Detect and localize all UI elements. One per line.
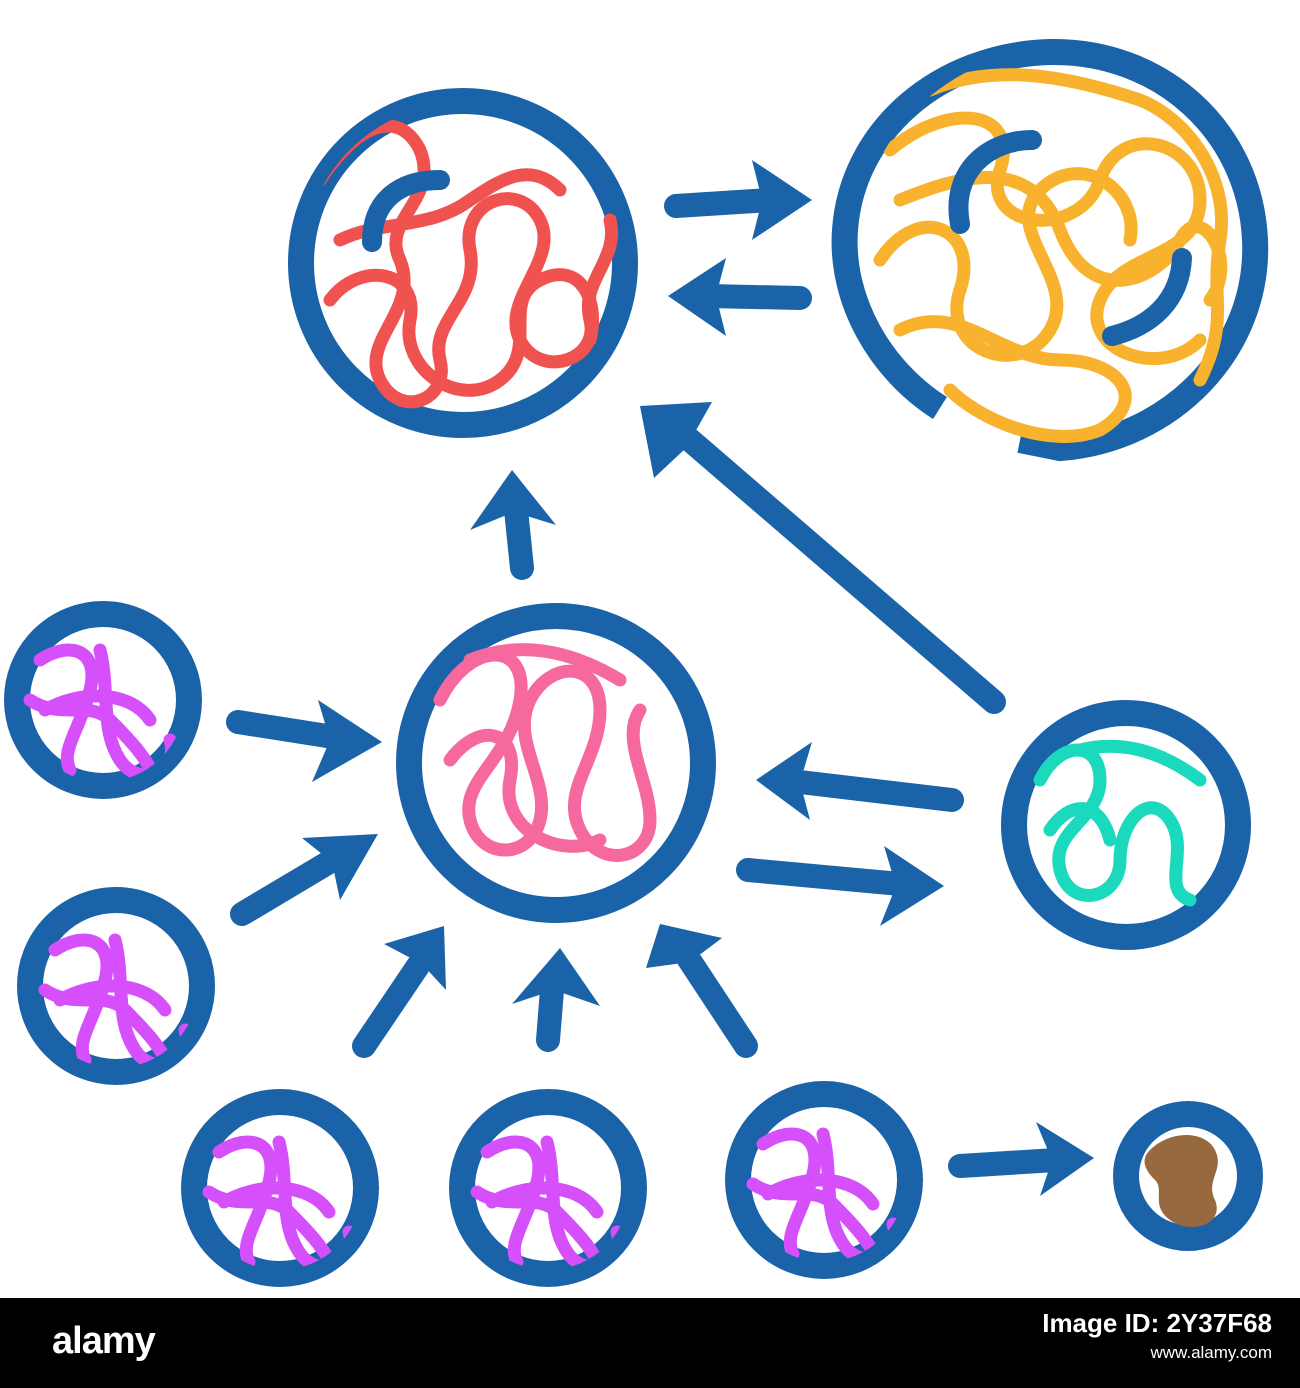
- purple-cell-1: [4, 601, 202, 799]
- footer-url: www.alamy.com: [1150, 1343, 1272, 1362]
- footer-info: Image ID: 2Y37F68 www.alamy.com: [1042, 1308, 1272, 1363]
- pink-cell: [396, 603, 716, 923]
- teal-cell: [1001, 700, 1251, 950]
- purple-cell-2: [17, 887, 215, 1085]
- arrow-purple3-to-pink: [352, 926, 446, 1058]
- arrow-pink-to-red: [470, 470, 556, 580]
- purple-cell-4: [449, 1089, 647, 1287]
- arrow-purple5-to-brown: [948, 1122, 1094, 1196]
- arrow-orange-to-red: [668, 258, 812, 336]
- arrow-purple5-to-pink: [646, 924, 758, 1058]
- arrow-teal-to-pink: [756, 742, 964, 820]
- orange-cell: [831, 38, 1269, 462]
- arrow-purple4-to-pink: [512, 948, 600, 1052]
- arrow-purple2-to-pink: [230, 834, 378, 926]
- cell-differentiation-icon: [4, 38, 1269, 1287]
- arrow-purple1-to-pink: [226, 700, 382, 782]
- purple-cell-3: [181, 1089, 379, 1287]
- arrow-pink-to-teal: [736, 846, 944, 926]
- brown-cell: [1113, 1101, 1263, 1251]
- purple-cell-5: [725, 1081, 923, 1279]
- stock-watermark-footer: alamy Image ID: 2Y37F68 www.alamy.com: [0, 1298, 1300, 1388]
- image-id: Image ID: 2Y37F68: [1042, 1308, 1272, 1338]
- red-cell: [288, 88, 638, 438]
- alamy-logo: alamy: [52, 1320, 156, 1362]
- arrow-teal-to-red: [640, 402, 1006, 714]
- arrow-red-to-orange: [664, 160, 812, 240]
